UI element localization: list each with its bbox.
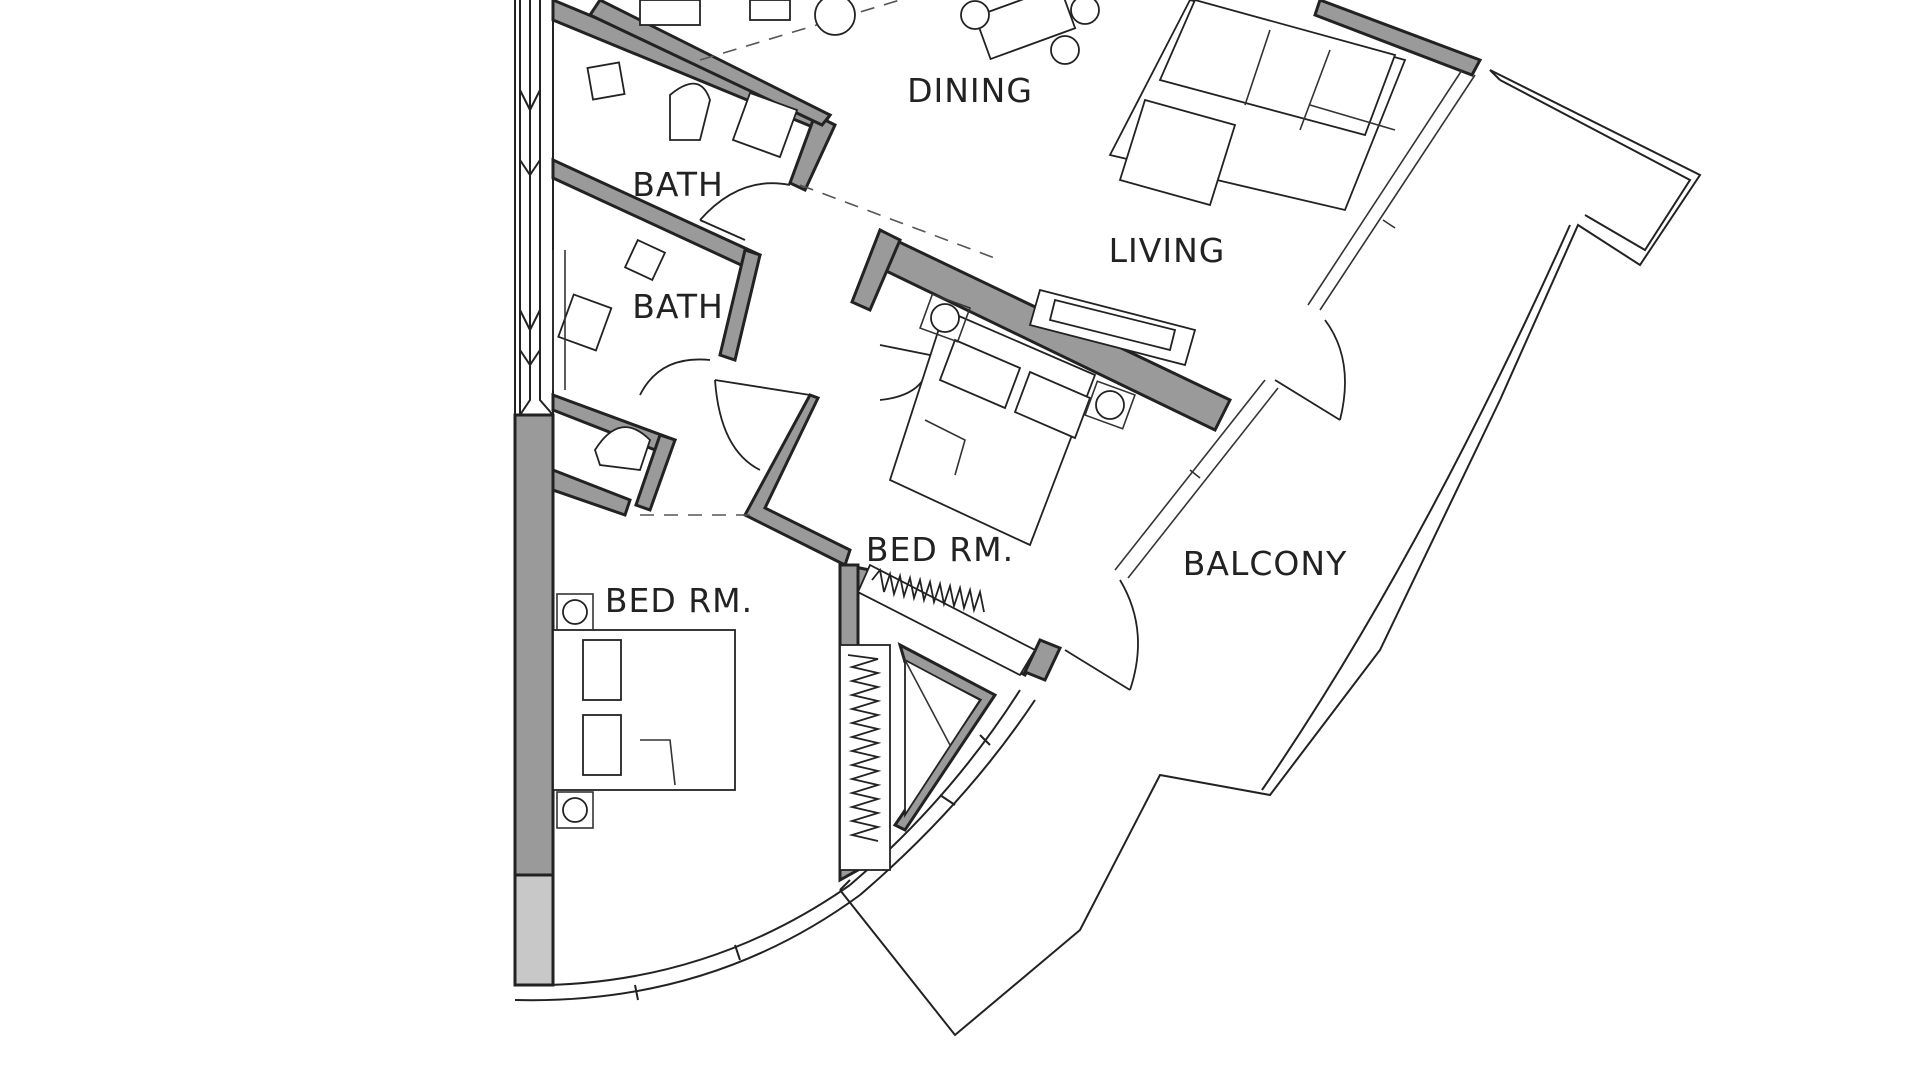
- kitchen-fixtures: [639, 0, 856, 36]
- room-label-balcony: BALCONY: [1183, 544, 1347, 583]
- dashed-openings: [640, 0, 1001, 516]
- room-label-bath-1: BATH: [632, 165, 724, 204]
- room-label-bedroom-2: BED RM.: [605, 581, 753, 620]
- glazing: [1114, 69, 1476, 579]
- room-label-bedroom-1: BED RM.: [866, 530, 1014, 569]
- bedroom-1-furniture: [888, 293, 1136, 547]
- room-label-living: LIVING: [1109, 231, 1226, 270]
- balcony-outline: [839, 69, 1702, 1037]
- left-exterior-wall: [513, 0, 555, 987]
- living-furniture: [1028, 0, 1407, 367]
- door-swings: [639, 182, 1346, 691]
- room-label-bath-2: BATH: [632, 287, 724, 326]
- bath-fixtures: [552, 61, 799, 471]
- room-labels: DINING LIVING BATH BATH BED RM. BED RM. …: [605, 71, 1347, 620]
- bedroom-2-furniture: [552, 593, 736, 829]
- closet-hatching: [839, 563, 1037, 871]
- room-label-dining: DINING: [907, 71, 1033, 110]
- dining-furniture: [960, 0, 1100, 65]
